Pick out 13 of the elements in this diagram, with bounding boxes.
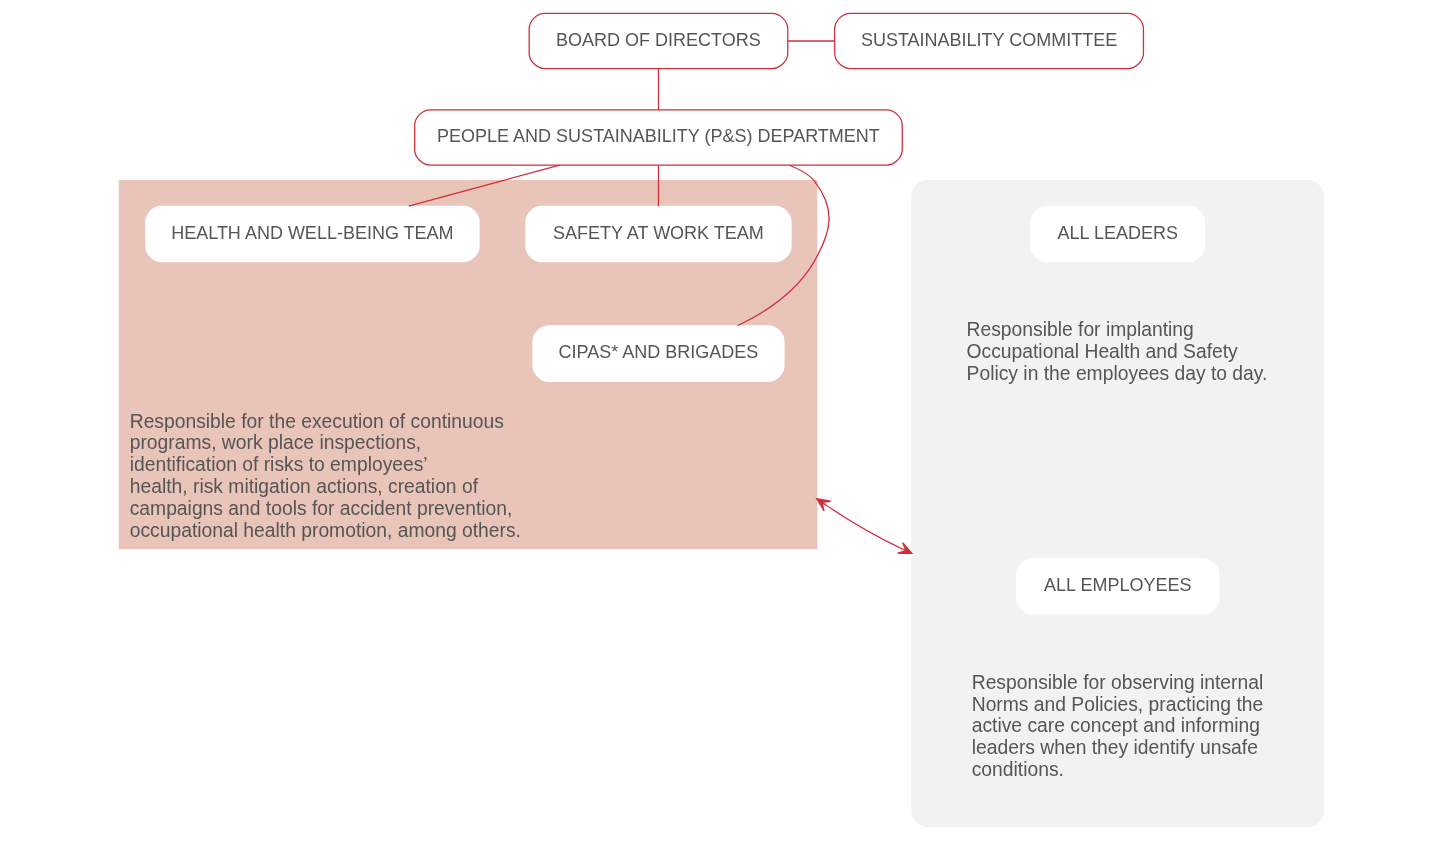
connector: [657, 164, 659, 207]
node-box: BOARD OF DIRECTORS: [528, 12, 788, 70]
node-box: HEALTH AND WELL-BEING TEAM: [144, 205, 480, 263]
cluster: [910, 179, 1324, 828]
node-label: Responsible for observing internal Norms and Policies, practicing the active care concept and informing leaders when they identify unsafe conditions.: [971, 671, 1263, 781]
connector: [657, 68, 659, 111]
node-box: PEOPLE AND SUSTAINABILITY (P&S) DEPARTMENT: [413, 109, 903, 166]
node-label: Responsible for implanting Occupational Health and Safety Policy in the employees day to day.: [966, 319, 1267, 384]
node-box: CIPAS* AND BRIGADES: [531, 325, 785, 382]
node-box: SUSTAINABILITY COMMITTEE: [833, 12, 1144, 70]
connector: [786, 40, 835, 42]
node-box: SAFETY AT WORK TEAM: [524, 205, 792, 263]
arrow: [815, 498, 913, 554]
